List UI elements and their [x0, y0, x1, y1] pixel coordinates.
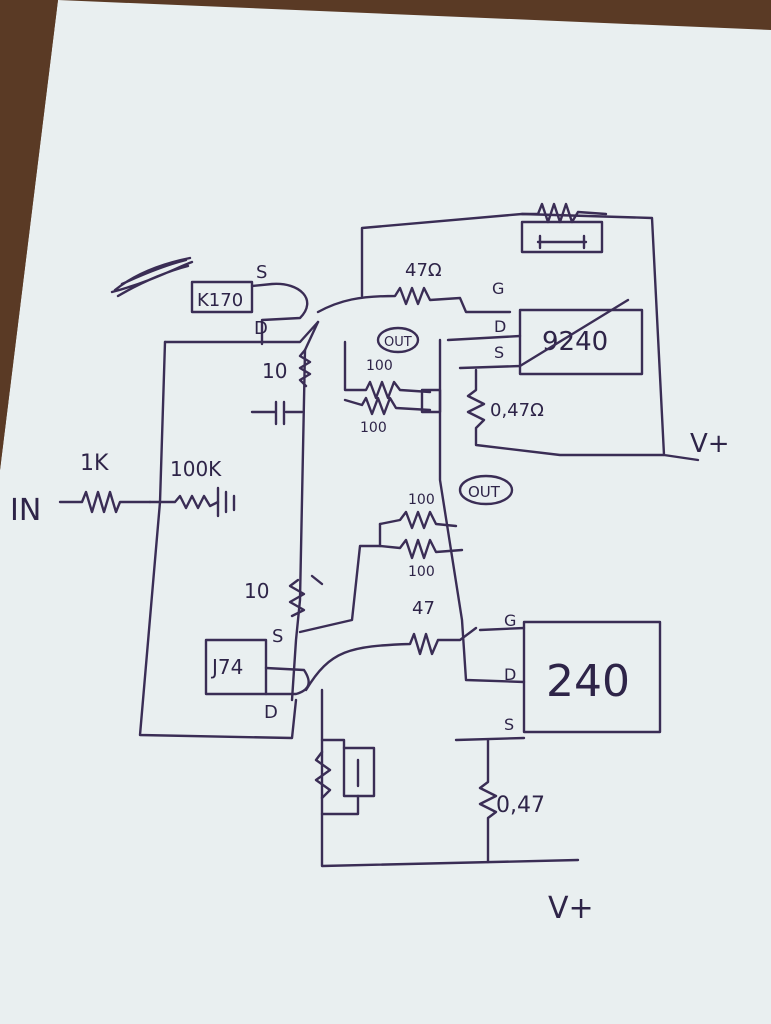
vplus-bottom-label: V+	[548, 891, 594, 926]
resistor-100-a	[343, 340, 432, 400]
mosfet-9240-pin-s: S	[494, 343, 504, 362]
bottom-loop-resistor	[314, 750, 332, 800]
table-surface	[0, 0, 58, 470]
out-bottom-label: OUT	[468, 483, 501, 501]
out-top-label: OUT	[384, 335, 412, 350]
mosfet-240-pin-g: G	[504, 611, 516, 630]
vplus-top-label: V+	[690, 429, 730, 459]
mosfet-9240-leads	[446, 298, 630, 370]
top-supply-loop	[360, 212, 700, 462]
central-rail	[290, 320, 320, 702]
jfet-k170-label: K170	[197, 290, 243, 311]
scribble-mark	[110, 256, 194, 298]
resistor-100-a-label: 100	[366, 358, 393, 374]
gate-top-wire	[163, 320, 320, 344]
bottom-10-resistor	[288, 578, 306, 618]
output-rail	[438, 338, 526, 684]
out-top-marker	[376, 326, 420, 354]
top-source-resistor	[466, 368, 666, 457]
jfet-k170-leads	[250, 282, 309, 346]
bias-resistor	[148, 494, 220, 510]
mosfet-9240-body	[518, 308, 644, 376]
top-source-resistor-label: 0,47Ω	[490, 400, 544, 421]
top-loop-switch	[536, 234, 588, 250]
gate-bus-wire	[138, 340, 298, 740]
bias-resistor-label: 100K	[170, 457, 222, 481]
bottom-loop-wires	[320, 738, 360, 816]
resistor-100-c	[378, 510, 458, 530]
top-10-resistor	[298, 348, 312, 388]
mosfet-240-pin-s: S	[504, 715, 514, 734]
resistor-100-b-label: 100	[360, 420, 387, 436]
jfet-k170-body	[190, 280, 254, 314]
top-10-resistor-label: 10	[262, 359, 287, 383]
top-gate-resistor-label: 47Ω	[405, 260, 442, 281]
bottom-10-wiper	[310, 574, 324, 586]
top-loop-resistor	[520, 202, 608, 224]
top-loop-switch-box	[520, 220, 604, 254]
top-gate-resistor	[316, 286, 512, 314]
mosfet-240-label: 240	[546, 656, 630, 707]
bottom-source-resistor-label: 0,47	[496, 793, 545, 818]
out-bottom-marker	[458, 474, 514, 506]
jfet-j74-pin-d: D	[264, 702, 278, 723]
resistor-100-d-label: 100	[408, 564, 435, 580]
jfet-k170-pin-d: D	[254, 318, 268, 339]
mosfet-240-leads	[454, 626, 526, 742]
jfet-j74-pin-s: S	[272, 626, 283, 647]
resistor-100-c-label: 100	[408, 492, 435, 508]
bias-ground-symbol	[216, 486, 236, 518]
input-resistor	[58, 490, 152, 514]
jfet-j74-label: J74	[210, 655, 243, 679]
bottom-10-resistor-label: 10	[244, 579, 269, 603]
jfet-k170-pin-s: S	[256, 262, 267, 283]
bottom-gate-resistor-label: 47	[412, 598, 435, 619]
bottom-mid-wire	[298, 522, 382, 634]
bottom-source-resistor	[478, 738, 498, 864]
bottom-ground-wire	[320, 688, 580, 868]
input-label: IN	[10, 493, 41, 528]
bottom-gate-resistor	[304, 626, 478, 692]
resistor-100-b	[343, 396, 432, 416]
mosfet-9240-pin-g: G	[492, 279, 504, 298]
input-resistor-label: 1K	[80, 451, 109, 476]
top-capacitor	[250, 400, 304, 426]
mosfet-9240-pin-d: D	[494, 317, 506, 336]
resistor-100-d	[378, 538, 464, 560]
mosfet-240-pin-d: D	[504, 665, 516, 684]
mosfet-240-body	[522, 620, 662, 734]
